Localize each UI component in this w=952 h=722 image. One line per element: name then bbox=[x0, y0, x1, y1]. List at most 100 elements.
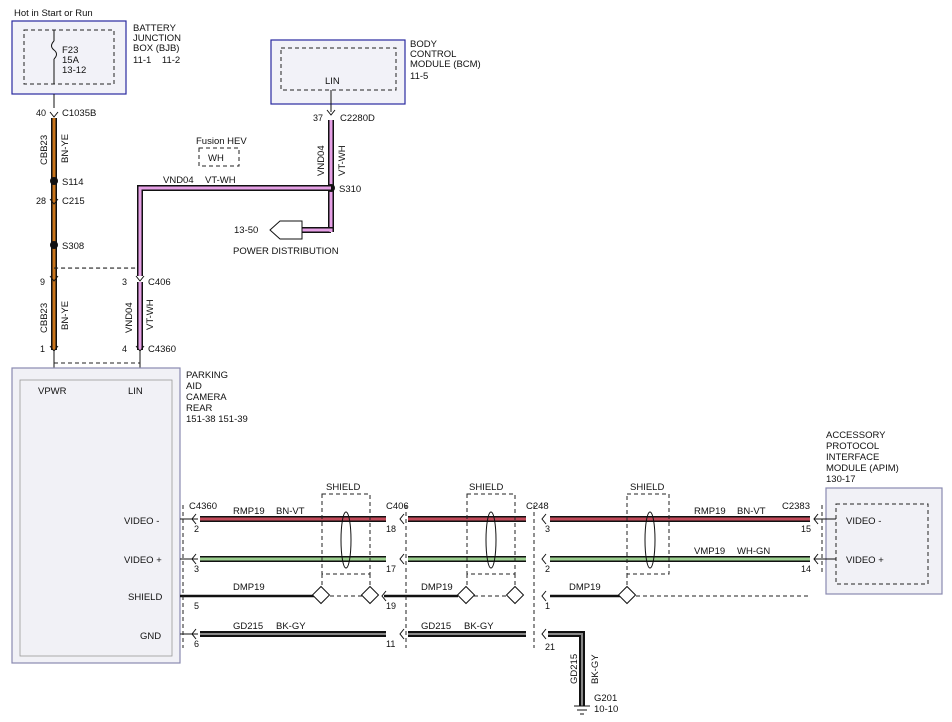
c4360-right-pin: 4 bbox=[122, 344, 127, 354]
vnd04-top-color: VT-WH bbox=[205, 175, 236, 186]
shield-1-twist-icon bbox=[340, 511, 352, 569]
c406-left-pin: 9 bbox=[40, 277, 45, 287]
fuse-rating: 15A bbox=[62, 55, 80, 66]
bjb-name-line-2: JUNCTION bbox=[133, 33, 181, 44]
gd215-vert-color: BK-GY bbox=[590, 654, 601, 684]
apim-pin-video-minus: VIDEO - bbox=[846, 516, 881, 527]
c4360-chevron-4 bbox=[191, 628, 197, 640]
camera-pin-vpwr: VPWR bbox=[38, 386, 67, 397]
shield-3-dashed-box bbox=[626, 493, 670, 575]
camera-pin-video-plus: VIDEO + bbox=[124, 555, 162, 566]
bjb-inner-dashed-box bbox=[23, 29, 115, 85]
vnd04-bcm-circuit: VND04 bbox=[316, 145, 327, 176]
rmp19-right-circuit: RMP19 bbox=[694, 506, 726, 517]
c248-chevron-1 bbox=[541, 513, 547, 525]
c2280d-label: C2280D bbox=[340, 113, 375, 124]
gd215-b-circuit: GD215 bbox=[421, 621, 451, 632]
c4360-bottom-label: C4360 bbox=[189, 501, 217, 512]
apim-module-box bbox=[825, 487, 943, 595]
s308-splice-dot bbox=[50, 241, 58, 249]
fuse-name: F23 bbox=[62, 45, 78, 56]
rmp19-right-color: BN-VT bbox=[737, 506, 766, 517]
shield-2-terminal-left-icon bbox=[456, 585, 476, 605]
bcm-lin-pin-label: LIN bbox=[325, 76, 340, 87]
ground-ref: 10-10 bbox=[594, 704, 618, 715]
shield-group-2: SHIELD bbox=[456, 482, 525, 605]
power-distribution-ref: 13-50 bbox=[234, 225, 258, 236]
hot-in-start-or-run-label: Hot in Start or Run bbox=[14, 8, 93, 19]
c406-pin-video-plus: 17 bbox=[386, 564, 396, 574]
cbb23-lower-color: BN-YE bbox=[60, 301, 71, 330]
fuse-icon bbox=[51, 40, 57, 60]
apim-name-line-1: ACCESSORY bbox=[826, 430, 886, 441]
c4360-pin-video-plus: 3 bbox=[194, 564, 199, 574]
c4360-left-pin: 1 bbox=[40, 344, 45, 354]
c406-pin-video-minus: 18 bbox=[386, 524, 396, 534]
vnd04-pd-wire-vt-wh bbox=[300, 228, 333, 232]
gd215-a-color: BK-GY bbox=[276, 621, 306, 632]
power-distribution-label: POWER DISTRIBUTION bbox=[233, 246, 339, 257]
shield-3-label: SHIELD bbox=[630, 482, 664, 493]
c4360-right-label: C4360 bbox=[148, 344, 176, 355]
c2383-label: C2383 bbox=[782, 501, 810, 512]
c406-left-connector-symbol bbox=[49, 275, 59, 282]
s308-label: S308 bbox=[62, 241, 84, 252]
cbb23-upper-color: BN-YE bbox=[60, 134, 71, 163]
bcm-ref: 11-5 bbox=[410, 71, 428, 82]
c248-pin-gnd: 21 bbox=[545, 642, 555, 652]
camera-ref: 151-38 151-39 bbox=[186, 414, 248, 425]
c215-pin: 28 bbox=[36, 196, 46, 206]
bcm-name-line-2: CONTROL bbox=[410, 49, 456, 60]
gd215-vert-circuit: GD215 bbox=[569, 654, 580, 684]
camera-module-box bbox=[11, 367, 181, 664]
shield-2-label: SHIELD bbox=[469, 482, 503, 493]
bjb-name-line-1: BATTERY bbox=[133, 23, 177, 34]
c2383-chevron-1 bbox=[813, 513, 819, 525]
c248-pin-video-minus: 3 bbox=[545, 524, 550, 534]
gd215-b-color: BK-GY bbox=[464, 621, 494, 632]
gd215-seg3-bk-gy bbox=[548, 633, 583, 706]
shield-group-3: SHIELD bbox=[617, 482, 670, 605]
camera-name-line-3: CAMERA bbox=[186, 392, 227, 403]
apim-ref: 130-17 bbox=[826, 474, 856, 485]
shield-2-twist-icon bbox=[485, 511, 497, 569]
c2383-chevron-2 bbox=[813, 553, 819, 565]
c406-right-connector-symbol bbox=[135, 275, 145, 282]
ground-name: G201 bbox=[594, 693, 617, 704]
c2383-pin-video-minus: 15 bbox=[801, 524, 811, 534]
vnd04-top-wire-vt-wh bbox=[138, 186, 331, 276]
dmp19-a-circuit: DMP19 bbox=[233, 582, 265, 593]
shield-group-1: SHIELD bbox=[311, 482, 380, 605]
c4360-pin-shield: 5 bbox=[194, 601, 199, 611]
vnd04-left-color: VT-WH bbox=[145, 299, 156, 330]
apim-name-line-3: INTERFACE bbox=[826, 452, 879, 463]
apim-inner-dashed-box bbox=[835, 503, 929, 585]
c1035b-connector-symbol bbox=[49, 111, 59, 118]
gd215-a-circuit: GD215 bbox=[233, 621, 263, 632]
cbb23-upper-circuit: CBB23 bbox=[39, 135, 50, 165]
dmp19-c-circuit: DMP19 bbox=[569, 582, 601, 593]
c248-pin-shield: 1 bbox=[545, 601, 550, 611]
vnd04-bcm-color: VT-WH bbox=[337, 145, 348, 176]
fusion-hev-option-box bbox=[198, 147, 240, 167]
camera-name-line-2: AID bbox=[186, 381, 202, 392]
bjb-ref: 11-1 11-2 bbox=[133, 55, 180, 66]
c406-chevron-1 bbox=[399, 513, 405, 525]
camera-pin-shield: SHIELD bbox=[128, 592, 162, 603]
c2280d-pin: 37 bbox=[313, 113, 323, 123]
c406-pin-gnd: 11 bbox=[386, 639, 395, 649]
s310-label: S310 bbox=[339, 184, 361, 195]
c406-chevron-4 bbox=[399, 628, 405, 640]
cbb23-lower-circuit: CBB23 bbox=[39, 303, 50, 333]
camera-inner-box bbox=[19, 379, 173, 657]
rmp19-left-color: BN-VT bbox=[276, 506, 305, 517]
camera-pin-gnd: GND bbox=[140, 631, 161, 642]
c406-right-label: C406 bbox=[148, 277, 171, 288]
shield-2-dashed-box bbox=[466, 493, 516, 575]
c248-chevron-4 bbox=[541, 628, 547, 640]
c4360-pin-gnd: 6 bbox=[194, 639, 199, 649]
vnd04-left-circuit: VND04 bbox=[124, 302, 135, 333]
c248-chevron-2 bbox=[541, 553, 547, 565]
vmp19-right-color: WH-GN bbox=[737, 546, 770, 557]
dmp19-b-circuit: DMP19 bbox=[421, 582, 453, 593]
